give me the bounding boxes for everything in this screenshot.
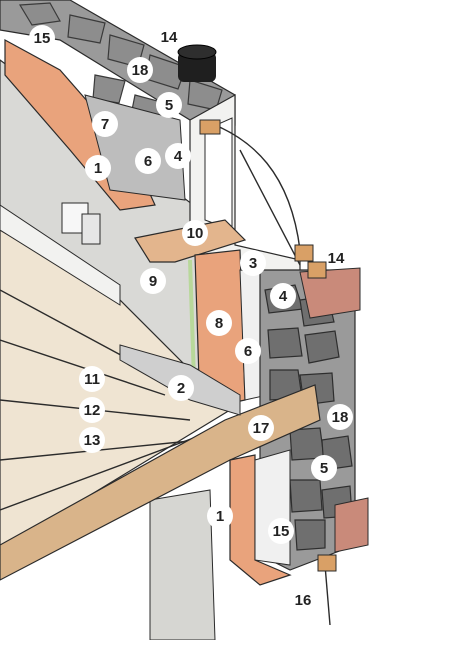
- callout-9: 9: [140, 268, 166, 294]
- callout-8: 8: [206, 310, 232, 336]
- callout-6-top: 6: [135, 148, 161, 174]
- callout-13: 13: [79, 427, 105, 453]
- callout-5-right: 5: [311, 455, 337, 481]
- callout-1-bottom: 1: [207, 503, 233, 529]
- tie-rod-upper: [214, 124, 301, 251]
- anchor-top: [199, 119, 221, 135]
- callout-10: 10: [182, 220, 208, 246]
- callout-18-top: 18: [127, 57, 153, 83]
- electrical-socket: [61, 202, 101, 245]
- callout-18-right: 18: [327, 404, 353, 430]
- callout-5-top: 5: [156, 92, 182, 118]
- callout-16: 16: [294, 591, 312, 609]
- floor-boards: [0, 289, 216, 511]
- callout-2: 2: [168, 375, 194, 401]
- callout-7: 7: [92, 111, 118, 137]
- callout-14-right: 14: [327, 249, 345, 267]
- lower-insulation: [229, 454, 292, 586]
- interior-wall-lower: [149, 489, 216, 641]
- callout-6-mid: 6: [235, 338, 261, 364]
- vent-pipe: [177, 44, 217, 82]
- skirting-board: [0, 204, 121, 306]
- callout-15-bottom: 15: [268, 518, 294, 544]
- anchor-mid2: [307, 261, 327, 279]
- callout-1-top: 1: [85, 155, 111, 181]
- callout-12: 12: [79, 397, 105, 423]
- tie-rod-lower: [324, 564, 331, 626]
- callout-4-top: 4: [165, 143, 191, 169]
- callout-15-top: 15: [29, 25, 55, 51]
- callout-14-top: 14: [160, 28, 178, 46]
- anchor-mid: [294, 244, 314, 262]
- callout-11: 11: [79, 366, 105, 392]
- callout-3: 3: [240, 250, 266, 276]
- stone-cap-right: [299, 267, 361, 319]
- callout-4-right: 4: [270, 283, 296, 309]
- anchor-bottom: [317, 554, 337, 572]
- floor-beam: [0, 384, 321, 581]
- callout-17: 17: [248, 415, 274, 441]
- stone-base-right: [334, 497, 369, 553]
- lower-board: [254, 449, 291, 566]
